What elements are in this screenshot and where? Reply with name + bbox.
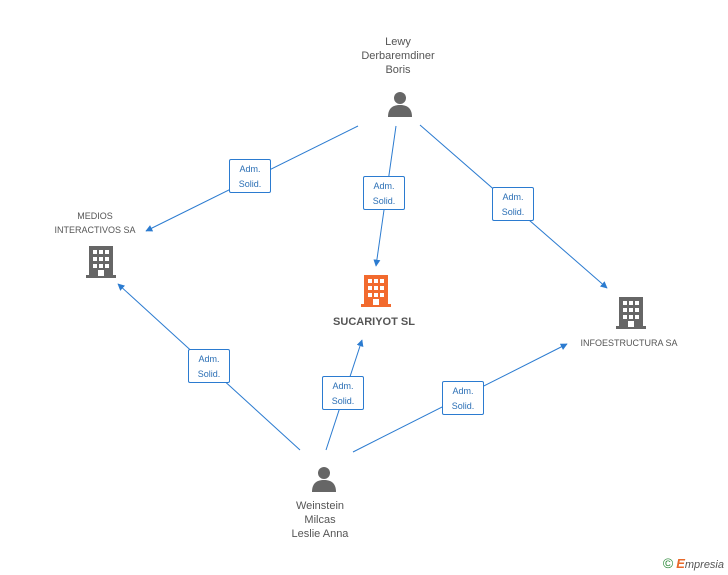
brand-logo[interactable]: Empresia — [676, 555, 724, 571]
copyright-symbol: © — [662, 555, 674, 571]
edge-label[interactable]: Adm. Solid. — [363, 176, 405, 210]
building-icon[interactable] — [616, 297, 646, 329]
building-icon-main[interactable] — [361, 275, 391, 307]
building-icon[interactable] — [86, 246, 116, 278]
edge-label-line2: Solid. — [331, 396, 355, 406]
person-icon[interactable] — [310, 465, 338, 493]
edge-label[interactable]: Adm. Solid. — [492, 187, 534, 221]
person-icon[interactable] — [386, 90, 414, 118]
edge-label[interactable]: Adm. Solid. — [188, 349, 230, 383]
company-label-sucariyot: SUCARIYOT SL — [333, 316, 415, 328]
brand-logo-text: mpresia — [684, 558, 724, 571]
company-label-medios: MEDIOS INTERACTIVOS SA — [54, 211, 136, 235]
edge-label-line2: Solid. — [451, 401, 475, 411]
edge-label[interactable]: Adm. Solid. — [322, 376, 364, 410]
footer-brand: © Empresia — [663, 555, 724, 571]
edge-label-line2: Solid. — [238, 179, 262, 189]
edge-label-line2: Solid. — [372, 196, 396, 206]
person-label-weinstein: Weinstein Milcas Leslie Anna — [291, 500, 349, 540]
edge-label[interactable]: Adm. Solid. — [442, 381, 484, 415]
edge-label-line1: Adm. — [332, 381, 354, 391]
company-label-infoestructura: INFOESTRUCTURA SA — [580, 338, 678, 348]
person-label-lewy: Lewy Derbaremdiner Boris — [361, 36, 435, 76]
edge-label[interactable]: Adm. Solid. — [229, 159, 271, 193]
edge-label-line2: Solid. — [197, 369, 221, 379]
edge-label-line1: Adm. — [373, 181, 395, 191]
edge-label-line1: Adm. — [502, 192, 524, 202]
edge-label-line2: Solid. — [501, 207, 525, 217]
edge-label-line1: Adm. — [239, 164, 261, 174]
brand-logo-initial: E — [676, 555, 685, 571]
edge-label-line1: Adm. — [198, 354, 220, 364]
edge-label-line1: Adm. — [452, 386, 474, 396]
